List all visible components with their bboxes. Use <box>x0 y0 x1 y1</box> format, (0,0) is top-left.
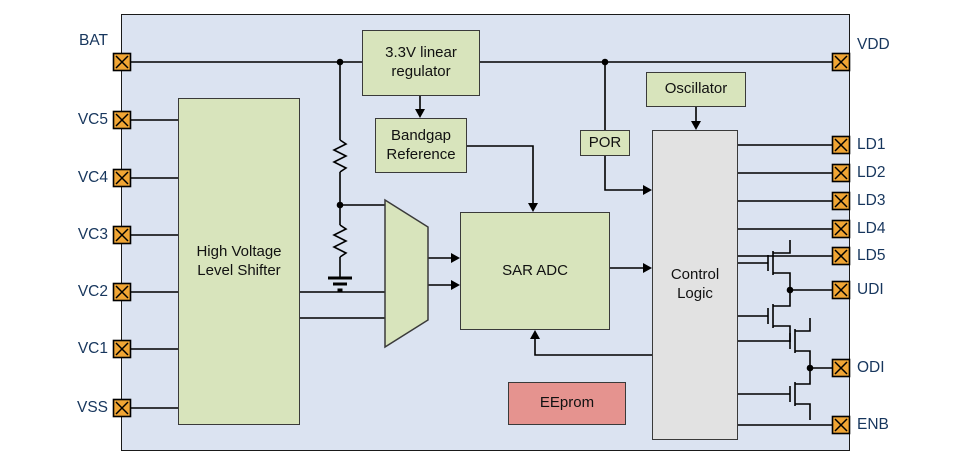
block-bandgap-reference: Bandgap Reference <box>375 118 467 173</box>
block-linear-regulator: 3.3V linear regulator <box>362 30 480 96</box>
control-logic-label: Control Logic <box>670 266 720 302</box>
block-oscillator: Oscillator <box>646 72 746 107</box>
pin-label-vc2: VC2 <box>77 283 108 300</box>
pin-label-vc1: VC1 <box>77 340 108 357</box>
eeprom-label: EEprom <box>539 394 595 412</box>
block-sar-adc: SAR ADC <box>460 212 610 330</box>
pin-label-vc5: VC5 <box>77 111 108 128</box>
pin-label-ld5: LD5 <box>857 247 886 264</box>
pin-label-udi: UDI <box>857 281 884 298</box>
block-eeprom: EEprom <box>508 382 626 425</box>
pin-label-vdd: VDD <box>857 36 890 53</box>
linear-regulator-label: 3.3V linear regulator <box>385 44 457 80</box>
pin-label-ld4: LD4 <box>857 220 886 237</box>
pin-label-vc4: VC4 <box>77 169 108 186</box>
pin-label-bat: BAT <box>79 32 108 49</box>
level-shifter-label: High Voltage Level Shifter <box>196 242 282 279</box>
sar-adc-label: SAR ADC <box>502 261 568 279</box>
oscillator-label: Oscillator <box>664 80 728 98</box>
bandgap-reference-label: Bandgap Reference <box>386 126 456 163</box>
block-por: POR <box>580 130 630 156</box>
pin-label-vss: VSS <box>76 399 108 416</box>
por-label: POR <box>588 133 622 151</box>
pin-label-ld2: LD2 <box>857 164 886 181</box>
pin-label-odi: ODI <box>857 359 885 376</box>
block-control-logic: Control Logic <box>652 130 738 440</box>
pin-label-ld1: LD1 <box>857 136 886 153</box>
pin-label-enb: ENB <box>857 416 889 433</box>
pin-label-vc3: VC3 <box>77 226 108 243</box>
pin-label-ld3: LD3 <box>857 192 886 209</box>
block-high-voltage-level-shifter: High Voltage Level Shifter <box>178 98 300 425</box>
